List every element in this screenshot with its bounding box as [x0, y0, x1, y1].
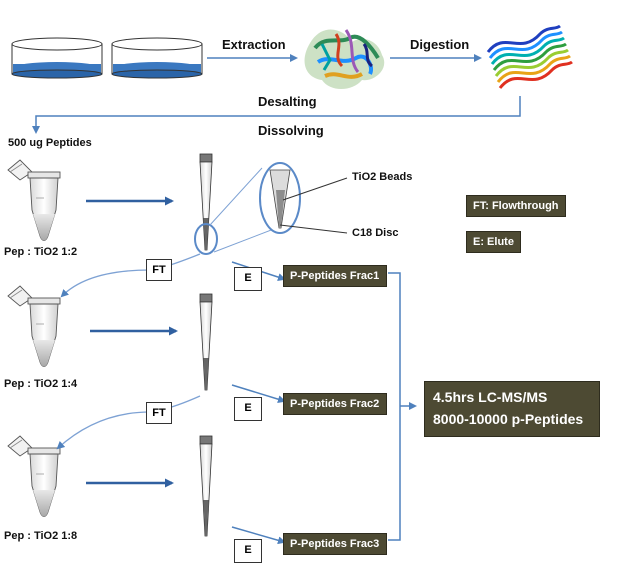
petri-dish-2: [111, 37, 203, 79]
c18-disc-label: C18 Disc: [352, 227, 399, 239]
flowthrough-curve-1: [60, 269, 151, 298]
peptides-amount-label: 500 ug Peptides: [8, 137, 92, 149]
result-box: 4.5hrs LC-MS/MS 8000-10000 p-Peptides: [424, 381, 600, 437]
legend-elute: E: Elute: [466, 231, 521, 253]
pipette-tip-3: [199, 435, 213, 537]
flowthrough-curve-2: [56, 411, 151, 450]
fraction-box-2: P-Peptides Frac2: [283, 393, 387, 415]
ft-box-1: FT: [146, 259, 172, 281]
c18-pointer-line: [279, 224, 348, 234]
extraction-label: Extraction: [222, 37, 286, 52]
result-line-2: 8000-10000 p-Peptides: [433, 411, 584, 427]
tio2-pointer-line: [282, 177, 348, 201]
ratio-label-2: Pep : TiO2 1:4: [4, 378, 78, 390]
tube-2: [7, 285, 61, 367]
tip-zoom-callout: [194, 162, 348, 255]
tio2-beads-label: TiO2 Beads: [352, 171, 413, 183]
ratio-label-1: Pep : TiO2 1:2: [4, 246, 78, 258]
ft-box-2: FT: [146, 402, 172, 424]
e-box-2: E: [234, 397, 262, 421]
elute-arrow-3: [231, 526, 286, 545]
e-box-3: E: [234, 539, 262, 563]
desalting-dissolving-arrow: [32, 96, 521, 134]
petri-dish-1: [11, 37, 103, 79]
e-box-1: E: [234, 267, 262, 291]
fraction-box-3: P-Peptides Frac3: [283, 533, 387, 555]
pipette-tip-2: [199, 293, 213, 391]
legend-flowthrough: FT: Flowthrough: [466, 195, 566, 217]
protein-structure-icon: [304, 29, 385, 89]
dissolving-label: Dissolving: [258, 123, 324, 138]
digestion-label: Digestion: [410, 37, 470, 52]
result-line-1: 4.5hrs LC-MS/MS: [433, 389, 548, 405]
tube-1: [7, 159, 61, 241]
tube-3: [7, 435, 61, 517]
desalting-label: Desalting: [258, 94, 317, 109]
peptides-wave-icon: [486, 24, 573, 89]
fraction-box-1: P-Peptides Frac1: [283, 265, 387, 287]
ratio-label-3: Pep : TiO2 1:8: [4, 530, 78, 542]
pipette-tip-1: [199, 153, 213, 251]
fraction-bracket: [388, 272, 401, 541]
elute-arrow-2: [231, 384, 286, 404]
